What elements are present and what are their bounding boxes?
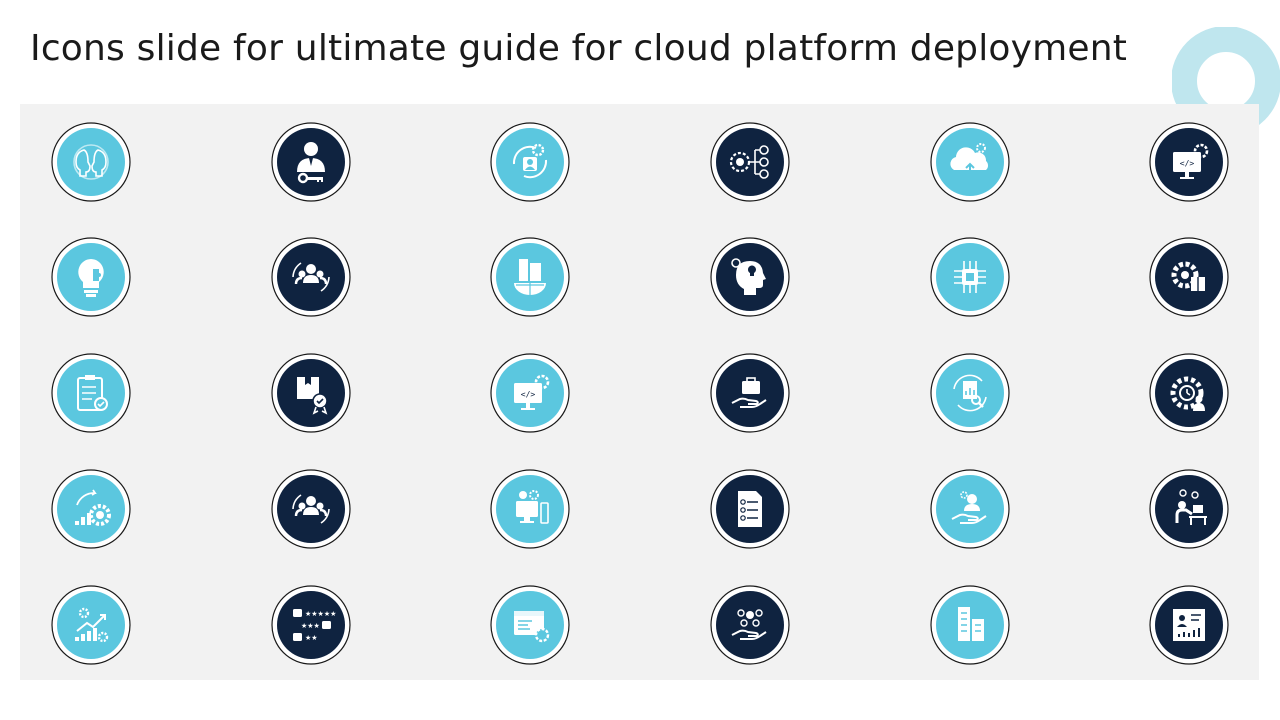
network-users-icon — [710, 122, 790, 202]
report-search-icon — [930, 353, 1010, 433]
icons-grid: </> — [20, 104, 1259, 680]
hand-network-icon — [710, 585, 790, 665]
cloud-upload-gear-icon — [930, 122, 1010, 202]
monitor-code-gear-icon: </> — [1149, 122, 1229, 202]
building-globe-icon — [490, 237, 570, 317]
head-idea-icon — [710, 237, 790, 317]
checklist-document-icon — [710, 469, 790, 549]
clipboard-check-icon — [51, 353, 131, 433]
browser-settings-icon — [490, 585, 570, 665]
svg-text:★★★: ★★★ — [301, 622, 320, 630]
package-badge-icon — [271, 353, 351, 433]
hand-user-gear-icon — [930, 469, 1010, 549]
icons-panel: </> — [20, 104, 1259, 680]
rating-feedback-icon: ★★★★★ ★★★ ★★ — [271, 585, 351, 665]
growth-gear-clock-icon — [51, 469, 131, 549]
slide-title: Icons slide for ultimate guide for cloud… — [30, 28, 1128, 69]
team-circle-icon — [271, 469, 351, 549]
monitor-code-settings-icon: </> — [490, 353, 570, 433]
team-cycle-icon — [271, 237, 351, 317]
hand-briefcase-icon — [710, 353, 790, 433]
svg-text:</>: </> — [1180, 159, 1195, 168]
svg-text:★★★★★: ★★★★★ — [305, 610, 336, 618]
bulb-puzzle-icon — [51, 237, 131, 317]
head-silhouettes-icon — [51, 122, 131, 202]
person-desk-icon — [1149, 469, 1229, 549]
presentation-chart-icon — [1149, 585, 1229, 665]
office-buildings-icon — [930, 585, 1010, 665]
gear-person-icon — [1149, 353, 1229, 433]
computer-idea-icon — [490, 469, 570, 549]
chip-circuit-icon — [930, 237, 1010, 317]
chart-gears-icon — [51, 585, 131, 665]
svg-text:★★: ★★ — [305, 634, 318, 642]
gear-box-icon — [1149, 237, 1229, 317]
svg-text:</>: </> — [521, 390, 536, 399]
user-settings-cycle-icon — [490, 122, 570, 202]
businessman-key-icon — [271, 122, 351, 202]
